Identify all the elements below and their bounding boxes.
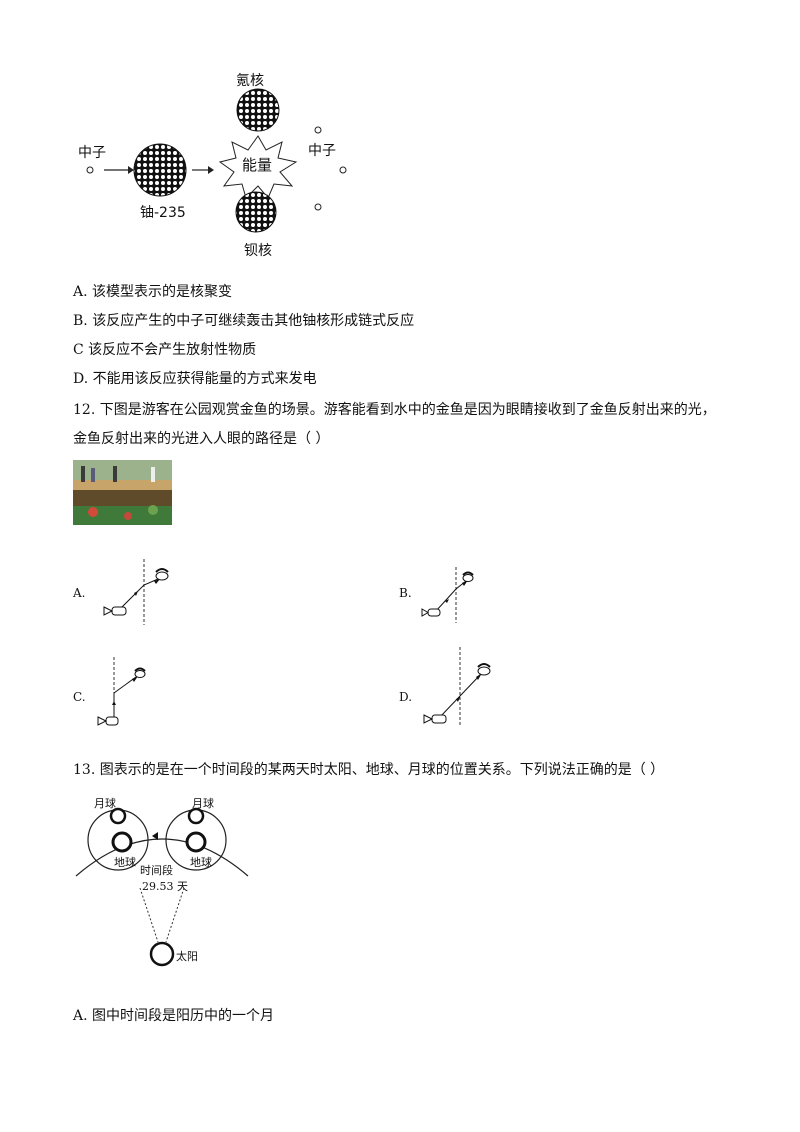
krypton-nucleus [236,88,280,132]
arrow-2-head [208,166,214,174]
q12-option-d-diagram [420,645,500,731]
label-earth-right: 地球 [190,856,212,869]
q12-option-a-label: A. [73,586,86,600]
barium-nucleus [235,191,277,233]
arrow-1-head [128,166,134,174]
label-neutron-left: 中子 [78,145,106,161]
q12-option-c-diagram [94,655,154,731]
q13-option-a: A. 图中时间段是阳历中的一个月 [73,1008,275,1024]
option-d-svg [423,647,491,727]
label-earth-left: 地球 [114,856,136,869]
sun-earth-moon-svg [75,807,249,967]
earth-left [111,831,133,853]
option-c-svg [97,657,146,727]
q12-option-b-label: B. [399,586,412,600]
label-moon-left: 月球 [94,797,116,810]
moon-left [109,807,127,825]
q12-stem-line2: 金鱼反射出来的光进入人眼的路径是（ ） [73,431,330,447]
q11-option-a: A. 该模型表示的是核聚变 [73,284,233,300]
sun [149,941,175,967]
neutron-incoming [86,166,94,174]
neutron-out-1 [314,126,322,134]
option-a-svg [103,559,169,625]
q12-option-c-label: C. [73,690,86,704]
q12-option-d-label: D. [399,690,413,704]
earth-right [185,831,207,853]
label-sun: 太阳 [176,950,198,963]
fission-diagram: 中子 铀-235 氪核 能量 中子 钡核 [70,66,370,266]
label-period: 时间段 [140,864,173,877]
energy-burst [218,135,298,199]
label-energy: 能量 [242,156,273,174]
option-b-svg [421,567,474,623]
q12-stem-line1: 12. 下图是游客在公园观赏金鱼的场景。游客能看到水中的金鱼是因为眼睛接收到了金… [73,402,716,418]
label-moon-right: 月球 [192,797,214,810]
q12-option-b-diagram [420,565,480,625]
moon-right [187,807,205,825]
q11-option-d: D. 不能用该反应获得能量的方式来发电 [73,371,317,387]
q11-option-c: C 该反应不会产生放射性物质 [73,342,257,358]
neutron-out-3 [314,203,322,211]
fission-diagram-svg [86,88,347,233]
park-photo [73,460,172,525]
q13-stem: 13. 图表示的是在一个时间段的某两天时太阳、地球、月球的位置关系。下列说法正确… [73,762,665,778]
q12-option-a-diagram [100,557,180,627]
sun-earth-moon-diagram: 月球 月球 地球 地球 时间段 29.53 天 太阳 [72,792,252,972]
park-photo-svg [73,460,172,525]
neutron-out-2 [339,166,347,174]
label-uranium: 铀-235 [140,205,186,221]
label-neutron-right: 中子 [308,143,336,159]
q11-option-b: B. 该反应产生的中子可继续轰击其他铀核形成链式反应 [73,313,415,329]
label-period-value: 29.53 天 [142,880,188,893]
label-krypton: 氪核 [236,73,264,89]
label-barium: 钡核 [244,243,272,259]
uranium-nucleus [133,143,187,197]
